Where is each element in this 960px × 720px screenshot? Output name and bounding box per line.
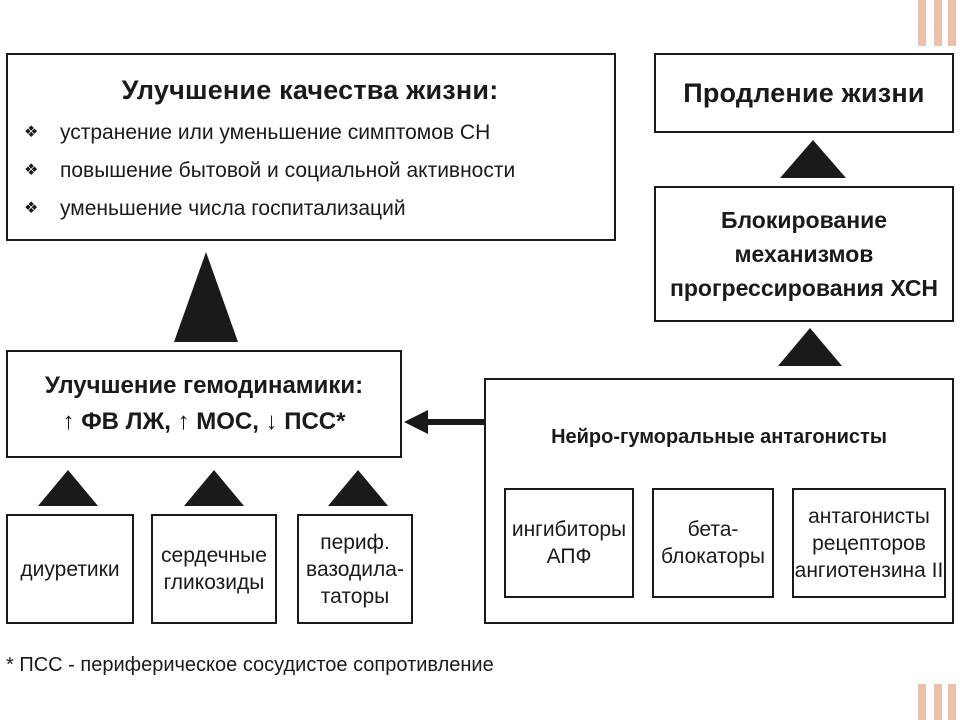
diamond-bullet-icon: ❖ bbox=[24, 200, 39, 217]
hemodynamics-title: Улучшение гемодинамики: bbox=[44, 372, 364, 399]
up-arrow-icon bbox=[780, 140, 846, 178]
decor-stripe-bottom-2 bbox=[934, 684, 942, 720]
list-item: ❖уменьшение числа госпитализаций bbox=[22, 190, 598, 228]
blocking-line: механизмов bbox=[734, 241, 874, 267]
up-arrow-icon bbox=[778, 328, 842, 366]
diamond-bullet-icon: ❖ bbox=[24, 162, 39, 179]
diamond-bullet-icon: ❖ bbox=[24, 124, 39, 141]
drug-box-cardiac-glycosides: сердечные гликозиды bbox=[151, 514, 277, 624]
blocking-line: прогрессирования ХСН bbox=[669, 275, 939, 301]
footnote: * ПСС - периферическое сосудистое сопрот… bbox=[6, 654, 494, 676]
drug-box-ace-inhibitors: ингибиторы АПФ bbox=[504, 488, 634, 598]
quality-bullet-list: ❖устранение или уменьшение симптомов СН … bbox=[22, 114, 598, 228]
up-arrow-icon bbox=[328, 470, 388, 506]
up-arrow-icon bbox=[184, 470, 244, 506]
neuro-humoral-title: Нейро-гуморальные антагонисты bbox=[551, 426, 887, 448]
decor-stripe-top-3 bbox=[948, 0, 956, 46]
hemodynamics-indicators: ↑ ФВ ЛЖ, ↑ МОС, ↓ ПСС* bbox=[62, 408, 346, 435]
blocking-line: Блокирование bbox=[720, 207, 888, 233]
prolong-life-title: Продление жизни bbox=[683, 77, 925, 108]
drug-box-angiotensin-antagonists: антагонисты рецепторов ангиотензина II bbox=[792, 488, 946, 598]
list-item: ❖устранение или уменьшение симптомов СН bbox=[22, 114, 598, 152]
decor-stripe-top-1 bbox=[918, 0, 926, 46]
prolong-life-box: Продление жизни bbox=[654, 53, 954, 133]
hemodynamics-box: Улучшение гемодинамики: ↑ ФВ ЛЖ, ↑ МОС, … bbox=[6, 350, 402, 458]
list-item: ❖повышение бытовой и социальной активнос… bbox=[22, 152, 598, 190]
decor-stripe-bottom-3 bbox=[948, 684, 956, 720]
up-arrow-icon bbox=[38, 470, 98, 506]
quality-of-life-title: Улучшение качества жизни: bbox=[121, 75, 499, 105]
decor-stripe-bottom-1 bbox=[918, 684, 926, 720]
drug-box-vasodilators: периф. вазодила- таторы bbox=[297, 514, 413, 624]
drug-box-beta-blockers: бета- блокаторы bbox=[652, 488, 774, 598]
quality-of-life-box: Улучшение качества жизни: ❖устранение ил… bbox=[6, 53, 616, 241]
decor-stripe-top-2 bbox=[934, 0, 942, 46]
up-arrow-icon bbox=[174, 252, 238, 342]
blocking-box: Блокирование механизмов прогрессирования… bbox=[654, 186, 954, 322]
left-arrow-icon bbox=[404, 410, 486, 434]
drug-box-diuretics: диуретики bbox=[6, 514, 134, 624]
